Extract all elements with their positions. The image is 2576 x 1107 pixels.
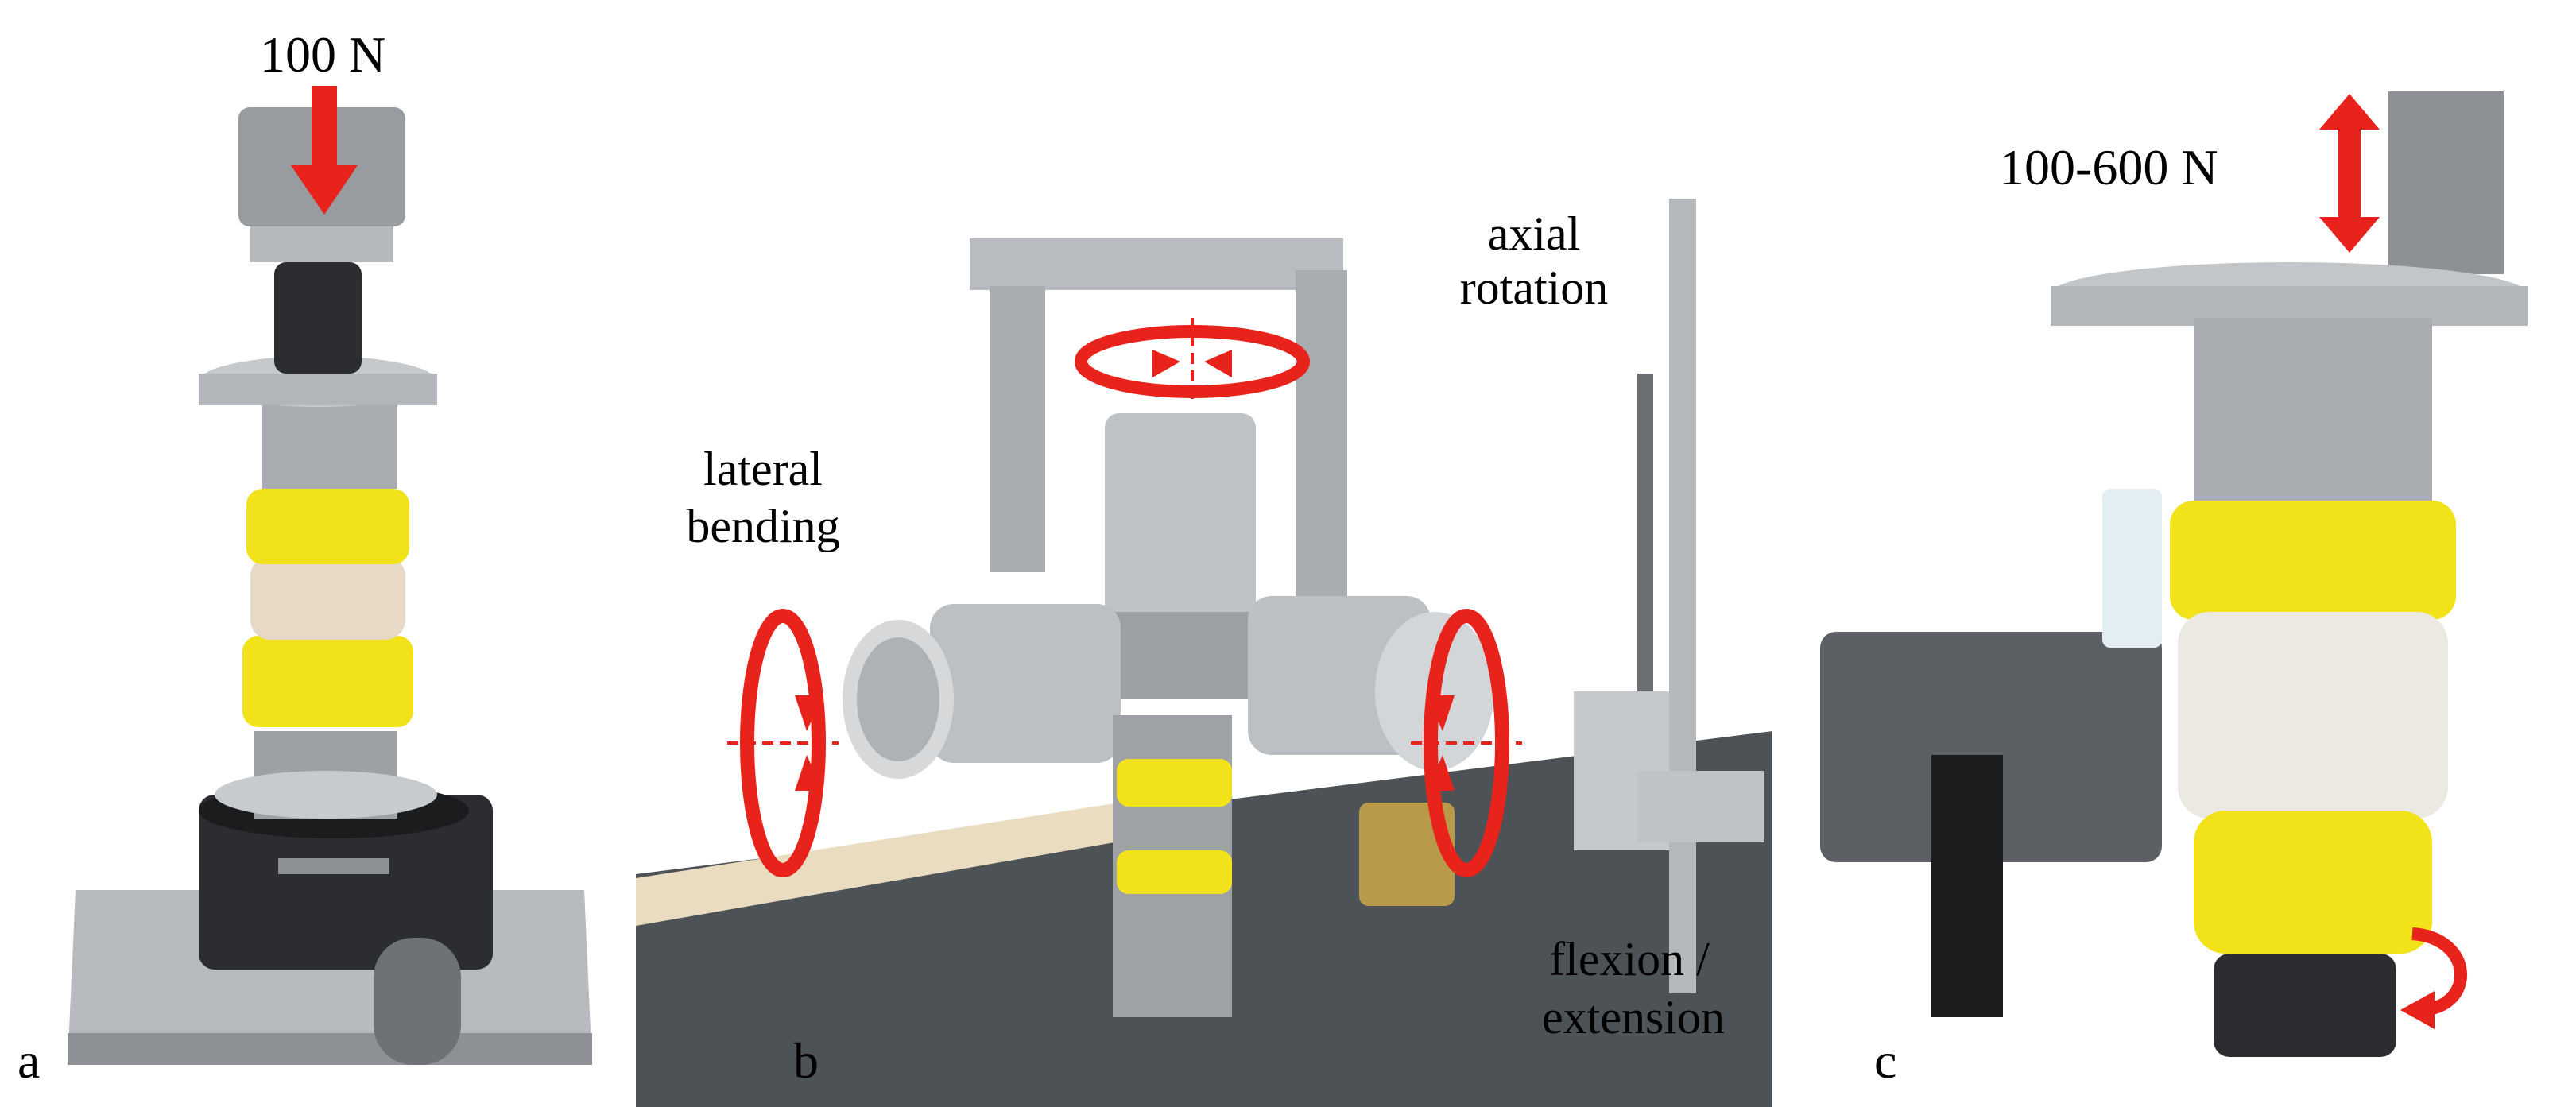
panel-a-letter: a: [17, 1032, 41, 1089]
axial-rotation-label-line2: rotation: [1459, 261, 1609, 314]
flexion-extension-arrow-icon: [1411, 609, 1522, 877]
panel-b-letter: b: [793, 1032, 819, 1089]
load-arrow-updown-icon: [2319, 94, 2380, 253]
panel-c-letter: c: [1874, 1032, 1897, 1089]
lateral-bending-label-line1: lateral: [703, 443, 823, 495]
panel-c-load-label: 100-600 N: [1999, 139, 2218, 195]
load-arrow-down-icon: [291, 86, 358, 215]
panel-c-photo: [1820, 91, 2528, 1057]
panel-a-photo: [68, 107, 592, 1065]
rotation-arrow-icon: [2400, 927, 2468, 1029]
panel-a-load-label: 100 N: [260, 26, 386, 83]
panel-b-photo: [636, 199, 1772, 1107]
panel-b: axial rotation lateral bending flexion /…: [636, 0, 1804, 1107]
flexion-extension-label-line2: extension: [1542, 991, 1725, 1043]
panel-a: 100 N a: [0, 0, 620, 1107]
panel-c: 100-600 N c: [1820, 0, 2576, 1107]
axial-rotation-arrow-icon: [1075, 318, 1310, 405]
flexion-extension-label-line1: flexion /: [1549, 933, 1710, 985]
lateral-bending-label-line2: bending: [686, 500, 840, 552]
lateral-bending-arrow-icon: [727, 609, 839, 877]
axial-rotation-label-line1: axial: [1487, 207, 1581, 260]
